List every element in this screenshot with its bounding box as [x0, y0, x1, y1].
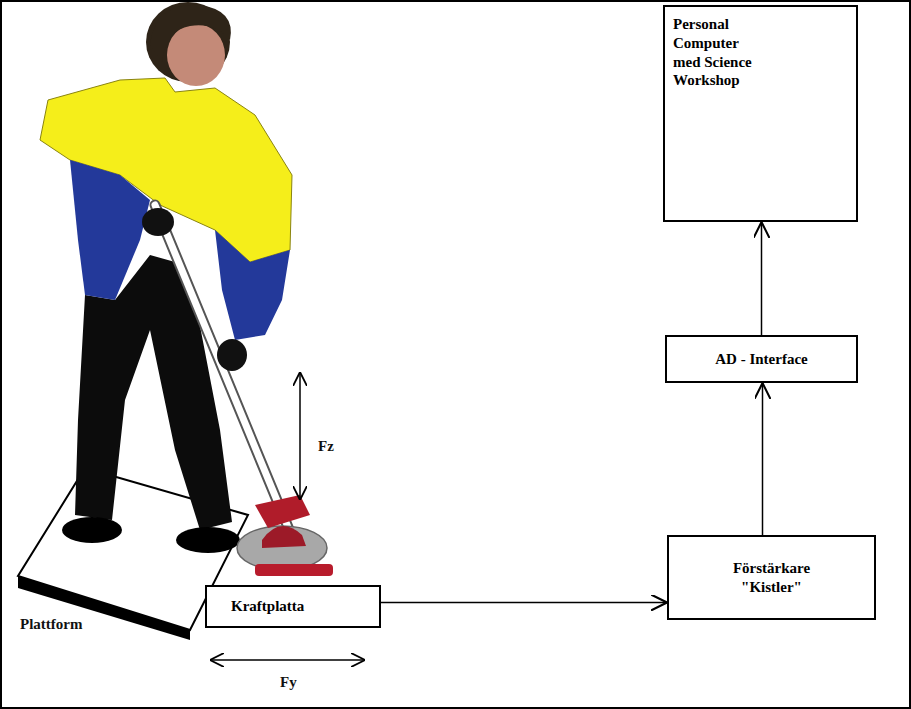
- signal-arrow: [381, 602, 667, 604]
- jacket-sleeve: [215, 230, 290, 340]
- glove: [142, 208, 174, 236]
- force-arrow-z: [299, 372, 301, 500]
- process-box: AD - Interface: [665, 335, 858, 383]
- force-arrow-y: [210, 659, 365, 661]
- process-box: Kraftplatta: [205, 585, 381, 628]
- force-label: Fy: [280, 674, 297, 691]
- force-label: Fz: [318, 438, 334, 455]
- stone-base: [255, 564, 333, 576]
- shoe: [62, 517, 122, 543]
- curling-stone: [237, 495, 333, 576]
- force-label: Plattform: [20, 616, 82, 633]
- signal-arrow: [761, 222, 763, 335]
- box-label: AD - Interface: [715, 350, 807, 369]
- box-label: Personal Computer med Science Workshop: [673, 15, 768, 90]
- glove: [217, 339, 247, 371]
- shoe: [176, 527, 240, 553]
- stone-handle: [262, 526, 306, 548]
- broom-handle: [155, 205, 290, 532]
- curler-figure: [40, 2, 292, 553]
- box-label: Förstärkare "Kistler": [717, 559, 827, 597]
- face: [167, 24, 225, 86]
- signal-arrow: [762, 383, 764, 535]
- platform-edge: [18, 576, 190, 640]
- box-label: Kraftplatta: [231, 597, 304, 616]
- stone-body: [237, 526, 327, 570]
- process-box: Förstärkare "Kistler": [667, 535, 876, 620]
- broom-handle: [155, 205, 290, 532]
- hair: [150, 5, 231, 62]
- broom-head: [255, 495, 310, 528]
- process-box: Personal Computer med Science Workshop: [663, 5, 858, 222]
- jacket-side: [70, 160, 150, 300]
